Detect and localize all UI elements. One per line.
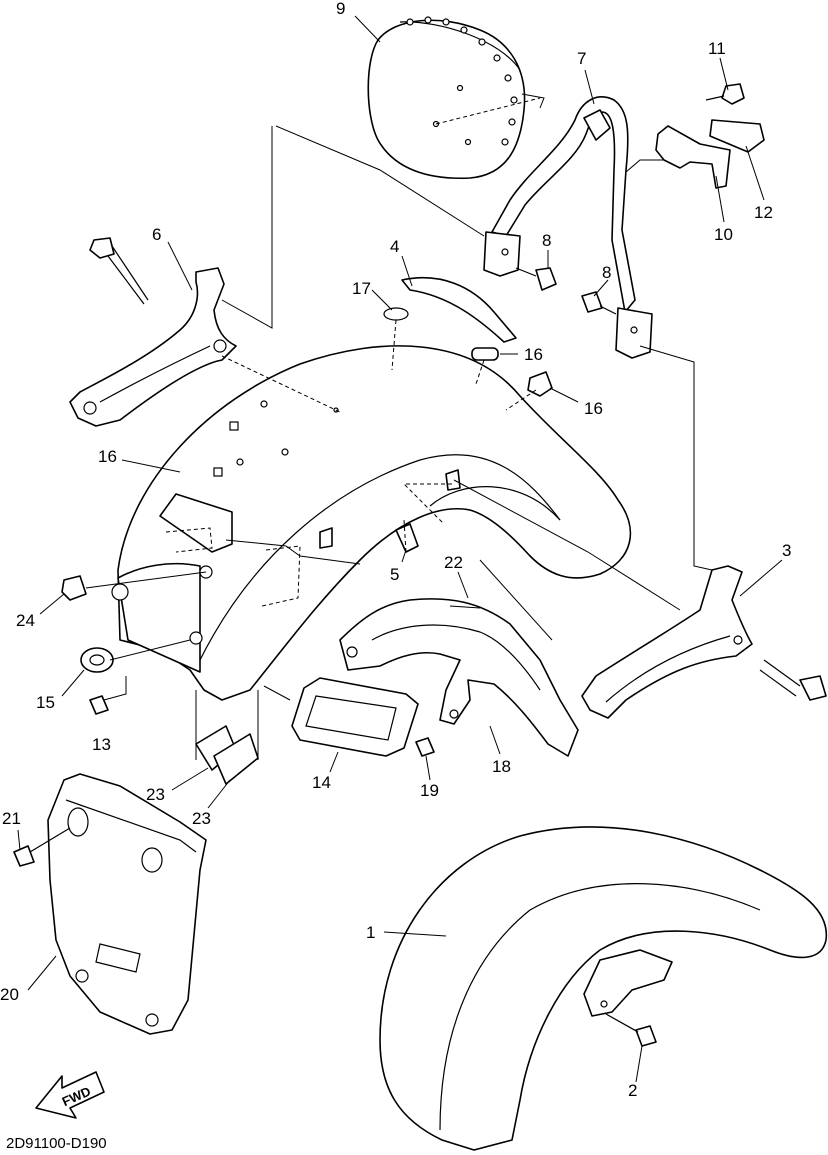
callout-24: 22 [444, 553, 463, 572]
sissy-bar-side-right [581, 565, 753, 719]
callout-19: 19 [420, 781, 439, 800]
callout-3: 16 [98, 447, 117, 466]
callout-6: 6 [152, 225, 161, 244]
callout-22: 5 [390, 565, 399, 584]
callout-23-b: 23 [192, 809, 211, 828]
fender-stay [339, 598, 579, 757]
tail-lamp-lens [291, 677, 419, 757]
callout-17: 17 [352, 279, 371, 298]
bolt-21 [13, 827, 71, 867]
sissy-bar-side-left [69, 267, 237, 427]
bolt-5 [759, 659, 827, 701]
callout-numbers: 9 7 11 12 10 6 4 8 8 17 16 16 16 3 5 22 … [0, 0, 791, 1100]
callout-16-right: 16 [584, 399, 603, 418]
callout-13: 13 [92, 735, 111, 754]
callout-10: 10 [714, 225, 733, 244]
grommet-15 [80, 647, 114, 673]
bolt-6 [89, 237, 149, 305]
callout-18: 18 [492, 757, 511, 776]
grommet-16-right [527, 371, 553, 397]
callout-1: 1 [366, 923, 375, 942]
side-panel [47, 773, 207, 1035]
bolt-11 [705, 83, 745, 105]
backrest-pad [367, 16, 526, 180]
callout-2: 2 [628, 1081, 637, 1100]
callout-16-left: 24 [16, 611, 35, 630]
callout-5: 3 [782, 541, 791, 560]
callout-20: 20 [0, 985, 19, 1004]
screw-19 [415, 737, 435, 757]
forward-direction-arrow: FWD [35, 1071, 105, 1119]
callout-11: 11 [708, 39, 726, 58]
bolt-8-upper [515, 267, 557, 291]
grommet-16-left [61, 575, 87, 601]
bolt-8-lower [581, 291, 617, 315]
grommet-16-top [471, 347, 499, 361]
callout-8-upper: 8 [542, 231, 551, 250]
callout-21: 21 [2, 809, 21, 828]
callout-16-top: 16 [524, 345, 543, 364]
diagram-reference-code: 2D91100-D190 [6, 1135, 107, 1152]
washer-17 [383, 307, 409, 321]
callout-4: 4 [390, 237, 399, 256]
callout-9: 9 [336, 0, 345, 18]
backrest-bracket [655, 125, 731, 189]
callout-15: 15 [36, 693, 55, 712]
callout-12: 12 [754, 203, 773, 222]
front-fender [379, 826, 828, 1151]
assembly-lines [85, 93, 713, 760]
fender-emblem [401, 276, 517, 343]
leader-lines [17, 15, 783, 1083]
callout-8-lower: 8 [602, 263, 611, 282]
clip-22 [395, 523, 419, 553]
rear-fender [111, 345, 632, 701]
callout-7: 7 [577, 49, 586, 68]
trim-pad [709, 119, 765, 153]
callout-23-a: 23 [146, 785, 165, 804]
callout-14: 14 [312, 773, 331, 792]
backrest-bar [483, 96, 653, 359]
screw-13 [89, 695, 109, 715]
bolt-2 [605, 1013, 657, 1047]
